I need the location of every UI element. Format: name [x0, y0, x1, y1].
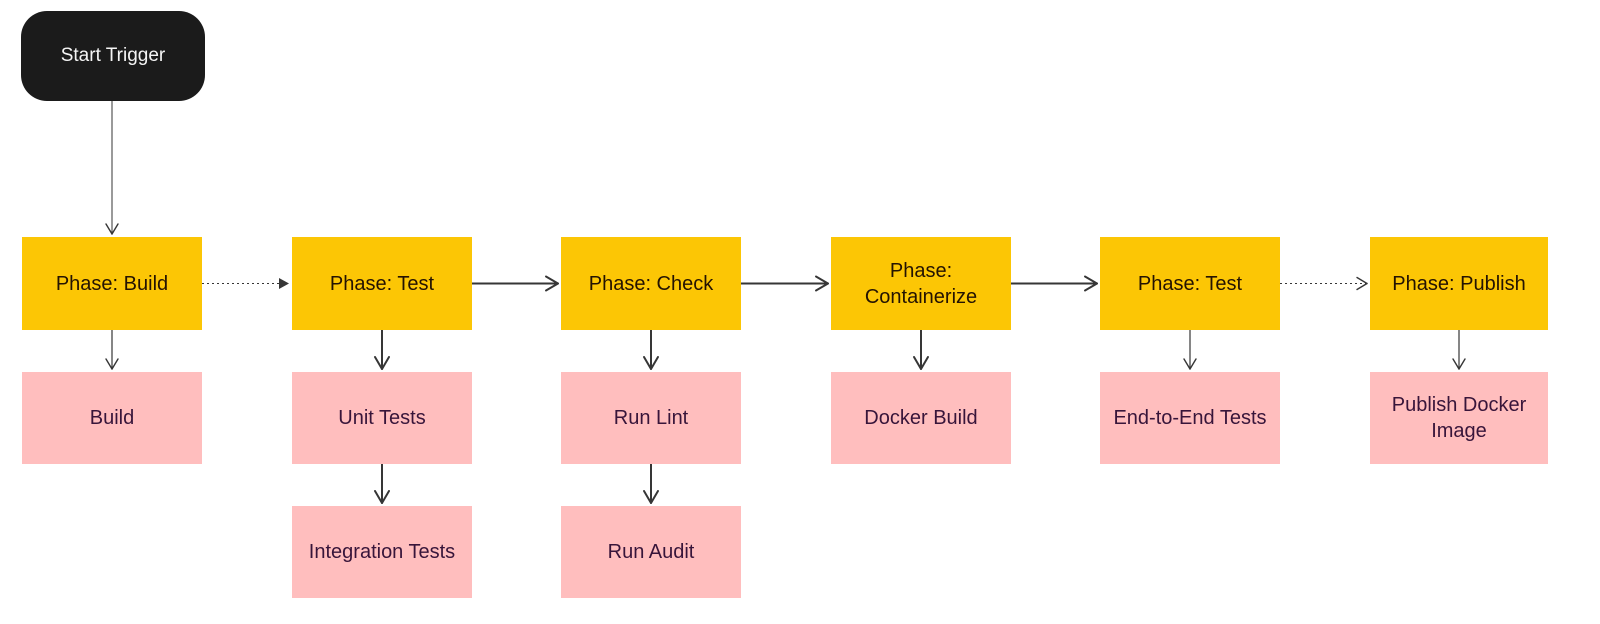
arrowhead-open [643, 490, 652, 504]
arrowhead-open [650, 490, 659, 504]
flow-edge-phase-containerize-to-docker-build [913, 330, 929, 370]
flow-node-run-lint: Run Lint [561, 372, 741, 464]
arrowhead-open [381, 490, 390, 504]
arrowhead-open [1458, 358, 1466, 370]
arrowhead-open [381, 356, 390, 370]
arrowhead-open [815, 282, 829, 292]
arrowhead-open [111, 223, 119, 235]
arrowhead-open [815, 275, 829, 285]
flow-node-phase-build: Phase: Build [22, 237, 202, 330]
flow-node-label-phase-containerize: Phase: Containerize [864, 259, 978, 308]
flow-edge-run-lint-to-run-audit [643, 464, 659, 504]
flow-node-label-run-lint: Run Lint [613, 407, 689, 429]
flow-node-label-integration-tests: Integration Tests [308, 541, 456, 563]
flow-node-label-unit-tests: Unit Tests [338, 407, 426, 429]
flow-node-label-start: Start Trigger [60, 44, 166, 66]
arrowhead-open [374, 490, 383, 504]
flow-node-publish-image: Publish Docker Image [1370, 372, 1548, 464]
arrowhead-open [374, 356, 383, 370]
flow-node-label-phase-check: Phase: Check [588, 272, 714, 295]
arrowhead-open [1183, 358, 1191, 370]
flow-node-label-phase-publish: Phase: Publish [1392, 272, 1526, 295]
flow-edge-phase-publish-to-publish-image [1452, 330, 1466, 370]
flow-node-build: Build [22, 372, 202, 464]
flow-edge-phase-test-1-to-phase-check [472, 275, 559, 292]
arrowhead-open [650, 356, 659, 370]
flow-node-label-phase-test-1: Phase: Test [329, 272, 435, 295]
flow-node-integration-tests: Integration Tests [292, 506, 472, 598]
arrowhead-open [1452, 358, 1460, 370]
arrowhead-open [105, 223, 113, 235]
flow-node-label-build: Build [89, 407, 135, 429]
flow-edge-phase-test-1-to-unit-tests [374, 330, 390, 370]
arrowhead-open [111, 358, 119, 370]
arrowhead-open [1356, 276, 1368, 285]
flow-node-run-audit: Run Audit [561, 506, 741, 598]
flow-edge-phase-build-to-build [105, 330, 119, 370]
arrowhead-open [920, 356, 929, 370]
flow-edge-phase-check-to-phase-containerize [741, 275, 829, 292]
arrowhead-filled [279, 278, 289, 289]
flow-node-phase-test-1: Phase: Test [292, 237, 472, 330]
flow-node-phase-publish: Phase: Publish [1370, 237, 1548, 330]
arrowhead-open [1084, 282, 1098, 292]
flow-node-e2e-tests: End-to-End Tests [1100, 372, 1280, 464]
flow-edge-start-to-phase-build [105, 101, 119, 235]
flow-node-label-publish-image: Publish Docker Image [1391, 394, 1527, 442]
flow-node-phase-test-2: Phase: Test [1100, 237, 1280, 330]
flow-node-label-docker-build: Docker Build [864, 407, 978, 429]
arrowhead-open [545, 275, 559, 285]
flow-edge-phase-containerize-to-phase-test-2 [1011, 275, 1098, 292]
flow-node-label-phase-build: Phase: Build [55, 272, 169, 295]
flow-node-label-phase-test-2: Phase: Test [1137, 272, 1243, 295]
arrowhead-open [1084, 275, 1098, 285]
flow-node-docker-build: Docker Build [831, 372, 1011, 464]
arrowhead-open [643, 356, 652, 370]
arrowhead-open [1189, 358, 1197, 370]
flow-edge-phase-check-to-run-lint [643, 330, 659, 370]
flow-node-start: Start Trigger [21, 11, 205, 101]
flow-node-unit-tests: Unit Tests [292, 372, 472, 464]
flow-edge-phase-test-2-to-phase-publish [1280, 276, 1368, 291]
arrowhead-open [1356, 282, 1368, 291]
flow-edge-phase-test-2-to-e2e-tests [1183, 330, 1197, 370]
arrowhead-open [105, 358, 113, 370]
arrowhead-open [545, 282, 559, 292]
flow-edge-phase-build-to-phase-test-1 [202, 278, 289, 289]
flow-node-phase-check: Phase: Check [561, 237, 741, 330]
flow-node-label-run-audit: Run Audit [607, 541, 695, 563]
flow-edge-unit-tests-to-integration-tests [374, 464, 390, 504]
arrowhead-open [913, 356, 922, 370]
flow-node-label-e2e-tests: End-to-End Tests [1113, 407, 1267, 429]
flow-node-phase-containerize: Phase: Containerize [831, 237, 1011, 330]
